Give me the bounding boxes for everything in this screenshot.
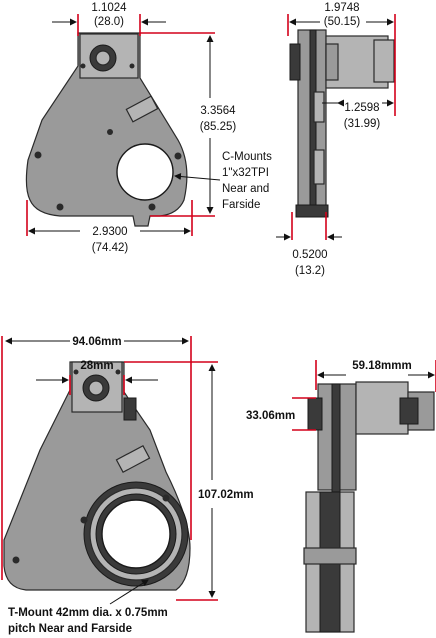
cmount-note-3: Near and: [222, 183, 269, 195]
motor-in: 1.2598: [344, 102, 379, 114]
screw: [162, 494, 170, 502]
c-mount-hole: [116, 143, 174, 201]
side-slot: [123, 397, 137, 421]
bottom-width-mm: (74.42): [92, 242, 129, 254]
side-bracket: [289, 43, 301, 81]
side-width-in: 1.9748: [324, 2, 359, 14]
screw: [12, 556, 20, 564]
side-width-mm: (50.15): [324, 16, 361, 28]
screw: [174, 152, 182, 160]
screw: [148, 203, 156, 211]
lower-flange: [303, 547, 357, 565]
screw: [107, 129, 113, 135]
motor-connector: [399, 397, 419, 425]
side-width-2: 59.18mmm: [352, 360, 411, 372]
screw: [129, 63, 135, 69]
cmount-note-4: Farside: [222, 199, 260, 211]
top-width-in: 1.1024: [91, 2, 127, 14]
motor-body-2: [355, 381, 409, 435]
top-side-view: 1.9748 (50.15) 1.2598 (31.99) 0.5200 (13…: [276, 2, 396, 277]
motor-mm: (31.99): [344, 118, 381, 130]
bottom-front-view: 94.06mm 28mm 107.02mm T-Mount 42mm dia. …: [1, 336, 254, 635]
t-mount-hole: [101, 499, 171, 569]
side-bracket-2: [307, 397, 323, 431]
depth-mm: (13.2): [295, 265, 325, 277]
screw: [80, 516, 88, 524]
top-gear-hub-2: [88, 380, 104, 396]
screw: [73, 369, 79, 375]
top-front-view: 1.1024 (28.0) 3.3564 (85.25) 2.9300 (74.…: [25, 2, 272, 254]
top-width-2: 28mm: [80, 360, 113, 372]
motor-flange: [325, 43, 339, 81]
offset: 33.06mm: [246, 410, 295, 422]
angled-block: [125, 95, 159, 123]
height-mm: (85.25): [200, 121, 237, 133]
height-in: 3.3564: [200, 105, 236, 117]
depth-in: 0.5200: [292, 249, 327, 261]
base-foot: [295, 204, 329, 218]
tmount-note-2: pitch Near and Farside: [8, 623, 132, 635]
screw: [56, 203, 64, 211]
top-gear-hub: [95, 50, 111, 66]
screw: [80, 63, 86, 69]
bottom-width-in: 2.9300: [92, 226, 127, 238]
lower-tab: [313, 149, 325, 185]
screw: [115, 369, 121, 375]
overall-width: 94.06mm: [72, 336, 121, 348]
top-width-mm: (28.0): [94, 16, 124, 28]
motor-tab: [373, 39, 395, 83]
height-2: 107.02mm: [198, 489, 254, 501]
angled-block-2: [115, 444, 151, 474]
cmount-note-1: C-Mounts: [222, 151, 272, 163]
tmount-note-1: T-Mount 42mm dia. x 0.75mm: [8, 607, 168, 619]
screw: [34, 151, 42, 159]
bottom-side-view: 59.18mmm 33.06mm: [246, 360, 436, 633]
mid-tab: [313, 91, 325, 123]
cmount-note-2: 1"x32TPI: [222, 167, 269, 179]
